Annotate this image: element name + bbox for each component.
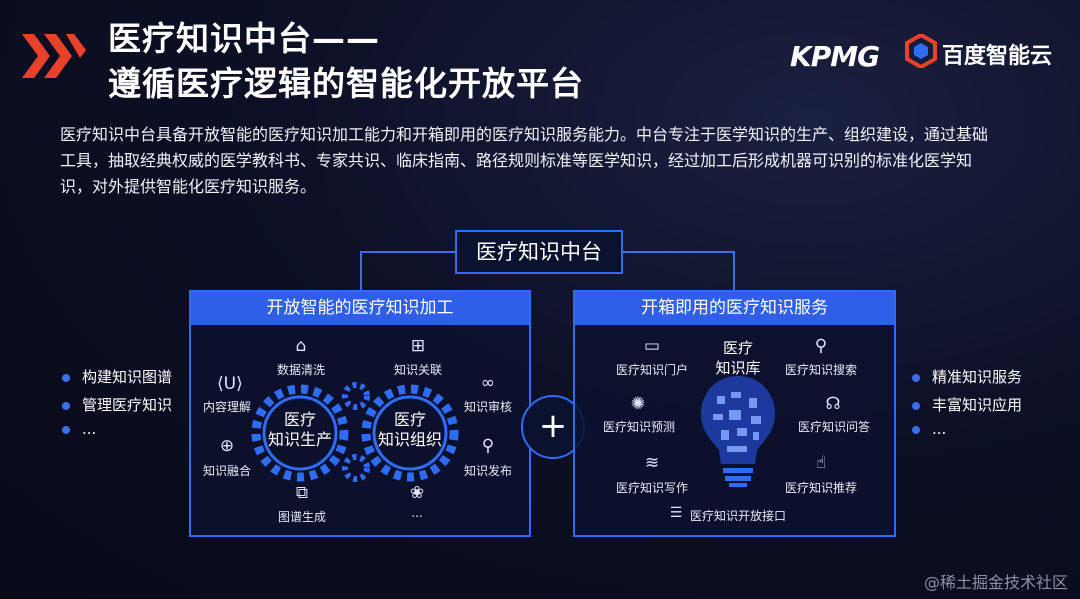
predict-label: 医疗知识预测 <box>602 420 675 434</box>
qa-label: 医疗知识问答 <box>797 420 870 434</box>
knowledge-bulb-icon <box>701 376 775 487</box>
search-label: 医疗知识搜索 <box>784 363 857 377</box>
connector-left-vertical <box>360 251 362 291</box>
portal-icon: ▭ <box>643 336 661 356</box>
baidu-cloud-logo-icon <box>905 34 937 68</box>
watermark: @稀土掘金技术社区 <box>923 573 1068 592</box>
content-understand-icon: ⟨U⟩ <box>217 374 243 394</box>
qa-icon: ☊ <box>825 394 841 414</box>
more-icon: ❀ <box>409 483 425 503</box>
data-clean-icon: ⌂ <box>295 336 307 356</box>
connector-right-vertical <box>733 251 735 291</box>
bullet-dot <box>62 373 70 382</box>
recommend-icon: ☝ <box>815 453 827 473</box>
gear-knowledge-organization: 医疗 知识组织 <box>377 410 442 449</box>
knowledge-publish-label: 知识发布 <box>463 464 512 478</box>
bullet-dot <box>912 373 920 382</box>
left-list-item: 构建知识图谱 <box>62 366 172 387</box>
left-list-item: ... <box>62 420 96 438</box>
brand-arrows-icon <box>22 34 86 78</box>
center-title-box: 医疗知识中台 <box>455 230 623 274</box>
bullet-dot <box>62 401 70 410</box>
service-panel-title: 开箱即用的医疗知识服务 <box>575 292 894 325</box>
predict-icon: ✺ <box>630 394 646 414</box>
writing-label: 医疗知识写作 <box>615 481 688 495</box>
knowledge-link-icon: ⊞ <box>410 336 426 356</box>
portal-label: 医疗知识门户 <box>615 363 688 377</box>
right-list-item: 丰富知识应用 <box>912 394 1022 415</box>
bullet-dot <box>912 425 920 434</box>
knowledge-link-label: 知识关联 <box>393 363 442 377</box>
graph-generate-icon: ⧉ <box>295 483 309 503</box>
content-understand-label: 内容理解 <box>202 400 251 414</box>
intro-paragraph: 医疗知识中台具备开放智能的医疗知识加工能力和开箱即用的医疗知识服务能力。中台专注… <box>60 125 989 196</box>
baidu-cloud-logo-text: 百度智能云 <box>942 44 1053 69</box>
writing-icon: ≋ <box>644 453 660 473</box>
data-clean-label: 数据清洗 <box>276 363 325 377</box>
knowledge-base-label: 医疗 知识库 <box>715 339 761 377</box>
more-label: ... <box>411 506 423 520</box>
knowledge-fusion-icon: ⊕ <box>219 436 235 456</box>
knowledge-publish-icon: ⚲ <box>481 436 495 456</box>
page-title-line2: 遵循医疗逻辑的智能化开放平台 <box>108 64 584 103</box>
processing-panel: 开放智能的医疗知识加工 <box>189 290 531 537</box>
api-label: 医疗知识开放接口 <box>690 509 787 523</box>
gear-knowledge-production: 医疗 知识生产 <box>267 410 332 449</box>
page-title-line1: 医疗知识中台—— <box>108 19 380 58</box>
bullet-dot <box>912 401 920 410</box>
knowledge-review-label: 知识审核 <box>463 400 512 414</box>
left-list-item: 管理医疗知识 <box>62 394 172 415</box>
connector-right-horizontal <box>623 251 735 253</box>
right-list-item: ... <box>912 420 946 438</box>
gears-icon <box>251 382 459 482</box>
search-icon: ⚲ <box>814 336 828 356</box>
recommend-label: 医疗知识推荐 <box>784 481 857 495</box>
processing-panel-title: 开放智能的医疗知识加工 <box>191 292 529 325</box>
api-icon: ☰ <box>669 505 683 521</box>
graph-generate-label: 图谱生成 <box>277 510 326 524</box>
connector-left-horizontal <box>360 251 455 253</box>
knowledge-review-icon: ∞ <box>480 373 496 393</box>
right-list-item: 精准知识服务 <box>912 366 1022 387</box>
bullet-dot <box>62 425 70 434</box>
knowledge-fusion-label: 知识融合 <box>202 464 251 478</box>
kpmg-logo: KPMG <box>790 40 880 73</box>
